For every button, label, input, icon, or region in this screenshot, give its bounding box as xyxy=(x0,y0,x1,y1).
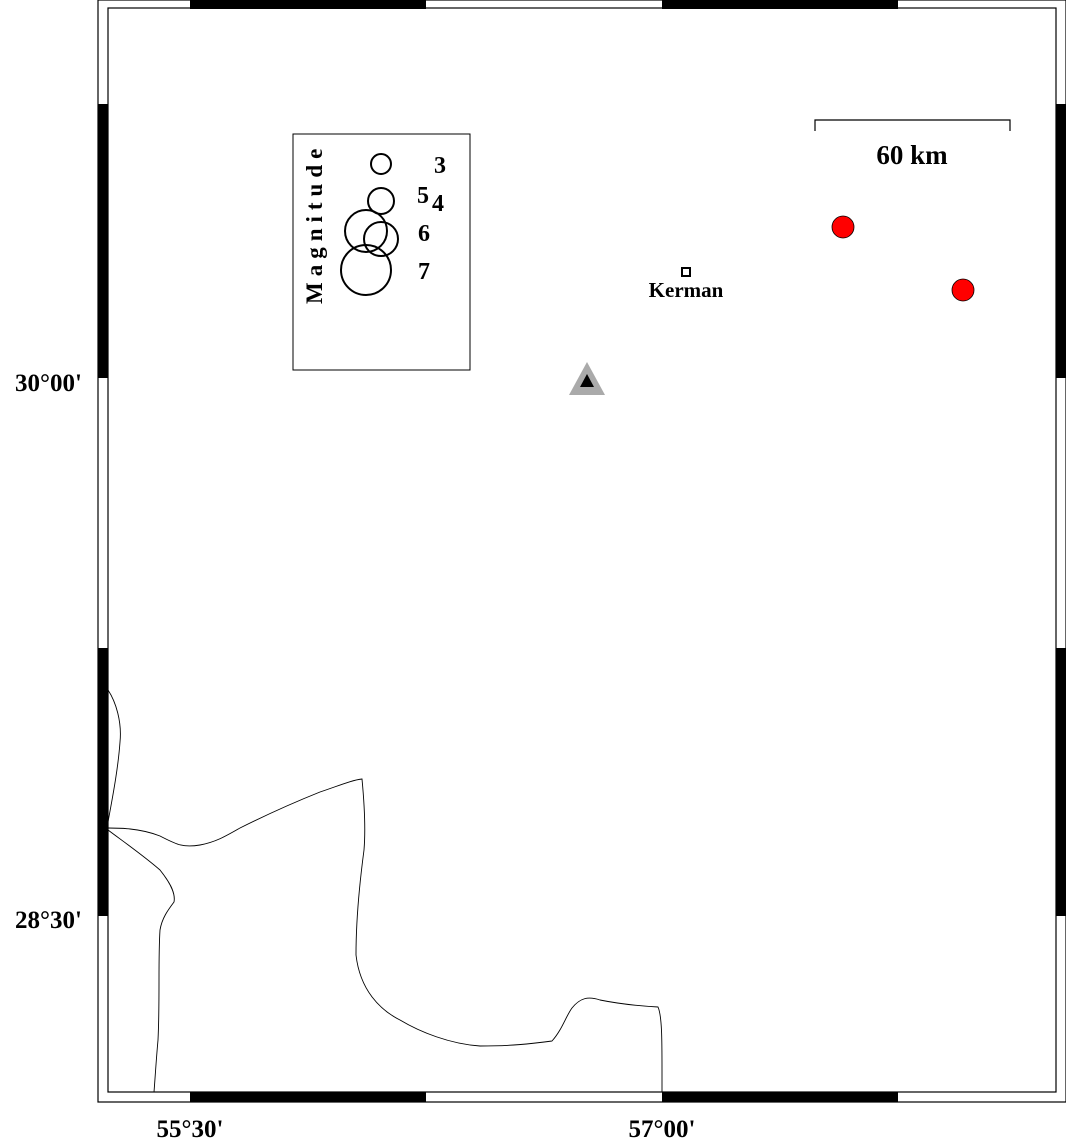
legend-label-4: 4 xyxy=(432,191,444,217)
scale-bar: 60 km xyxy=(814,119,1011,170)
legend-label-5: 5 xyxy=(417,183,429,209)
lat-label-30-00: 30°00' xyxy=(15,370,82,397)
city-label: Kerman xyxy=(649,278,724,302)
lat-label-28-30: 28°30' xyxy=(15,907,82,934)
earthquake-event-1 xyxy=(831,215,855,239)
legend-circle-6 xyxy=(344,209,388,253)
legend-title: Magnitude xyxy=(302,143,327,304)
legend-box xyxy=(292,133,471,371)
lon-label-55-30: 55°30' xyxy=(157,1116,224,1140)
coastline xyxy=(107,689,663,1093)
legend-circle-3 xyxy=(370,153,392,175)
legend-label-7: 7 xyxy=(418,259,430,285)
scale-bar-label: 60 km xyxy=(876,140,948,170)
lon-label-57-00: 57°00' xyxy=(629,1116,696,1140)
triangle-station-icon xyxy=(569,362,605,395)
legend-circle-7 xyxy=(340,244,392,296)
map-frame xyxy=(97,0,1066,1103)
city-kerman: Kerman xyxy=(649,267,724,302)
earthquake-event-2 xyxy=(951,278,975,302)
legend-label-3: 3 xyxy=(434,153,446,179)
magnitude-legend: Magnitude 3 4 5 6 7 xyxy=(292,133,471,371)
legend-circle-4 xyxy=(367,187,395,215)
square-city-marker xyxy=(681,267,691,277)
legend-circle-5 xyxy=(363,221,399,257)
legend-label-6: 6 xyxy=(418,221,430,247)
frame-ticks xyxy=(98,0,1066,1102)
